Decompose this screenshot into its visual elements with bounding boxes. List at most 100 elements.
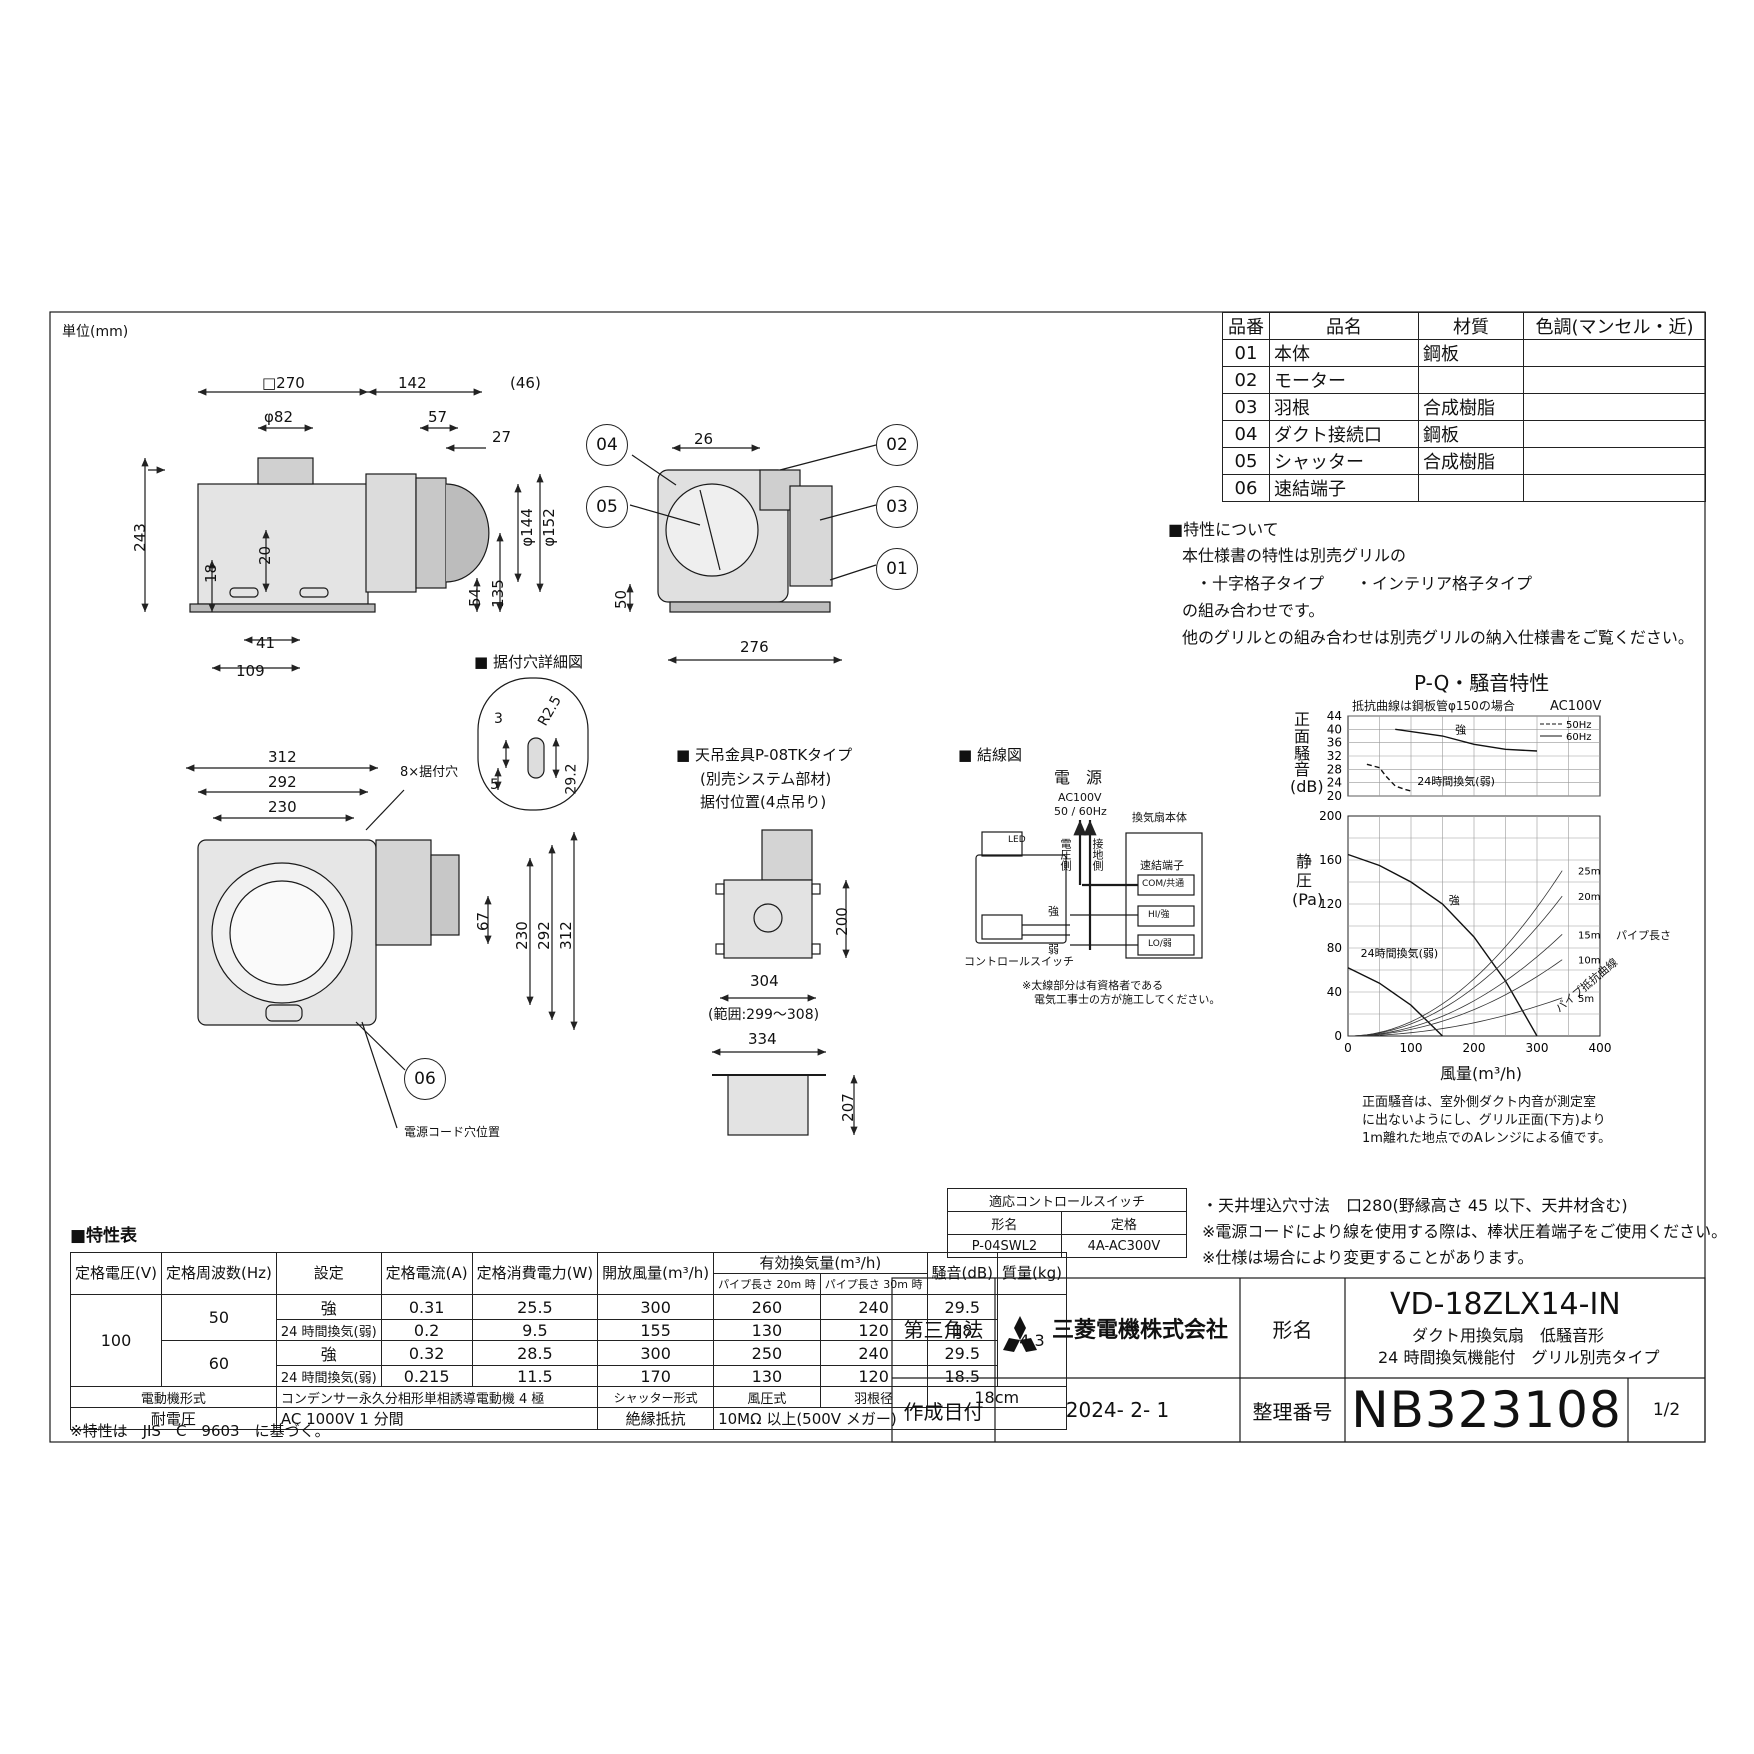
parts-material: 鋼板 <box>1418 339 1524 367</box>
parts-header: 材質 <box>1418 312 1524 340</box>
spec-header: 有効換気量(m³/h) <box>713 1252 928 1274</box>
dim-3: 3 <box>494 711 503 727</box>
parts-name: ダクト接続口 <box>1269 420 1419 448</box>
notes-line: 他のグリルとの組み合わせは別売グリルの納入仕様書をご覧ください。 <box>1182 628 1694 647</box>
spec-flow-30: 120 <box>819 1365 928 1387</box>
pq-ylabel: 静圧(Pa) <box>1292 852 1324 910</box>
spec-header: 定格電流(A) <box>380 1252 473 1295</box>
dim-292: 292 <box>268 773 297 791</box>
callout-01: 01 <box>876 548 918 590</box>
callout-03: 03 <box>876 486 918 528</box>
dim-67: 67 <box>474 911 493 932</box>
spec-noise: 29.5 <box>926 1294 999 1320</box>
dim-243: 243 <box>130 523 149 552</box>
notes-title: ■特性について <box>1168 520 1279 539</box>
dim-20: 20 <box>256 545 275 566</box>
spec-open-flow: 300 <box>597 1294 715 1320</box>
wiring-strong: 強 <box>1048 905 1059 918</box>
parts-color <box>1523 366 1706 394</box>
spec-hz: 60 <box>160 1340 277 1387</box>
wiring-body: 換気扇本体 <box>1132 811 1187 824</box>
pq-xtick: 200 <box>1463 1041 1486 1055</box>
control-header: 形名 <box>947 1211 1062 1235</box>
model-number: VD-18ZLX14-IN <box>1390 1287 1621 1322</box>
spec-voltage: 100 <box>70 1294 162 1387</box>
resistance-curve <box>1347 997 1563 1037</box>
unit-label: 単位(mm) <box>62 324 129 340</box>
wiring-power: 電 源 <box>1054 768 1103 787</box>
dim-292-v: 292 <box>534 921 553 950</box>
spec-header: 騒音(dB) <box>926 1252 999 1295</box>
spec-noise: 29.5 <box>926 1340 999 1366</box>
parts-color <box>1523 339 1706 367</box>
parts-no: 04 <box>1222 420 1270 448</box>
spec-current: 0.2 <box>380 1319 473 1341</box>
bottom-view <box>186 764 578 1129</box>
spec-flow-30: 240 <box>819 1294 928 1320</box>
pq-series-label: 強 <box>1449 894 1460 907</box>
dim-57: 57 <box>428 408 448 426</box>
parts-color <box>1523 447 1706 475</box>
spec-mode: 強 <box>275 1340 382 1366</box>
spec-shutter: 風圧式 <box>713 1386 821 1408</box>
pq-ytick: 200 <box>1319 809 1342 823</box>
noise-series-line <box>1366 763 1412 792</box>
dim-230: 230 <box>268 798 297 816</box>
spec-header: 設定 <box>275 1252 382 1295</box>
model-label: 形名 <box>1272 1317 1313 1342</box>
parts-name: 速結端子 <box>1269 474 1419 502</box>
spec-flow-20: 130 <box>713 1319 821 1341</box>
noise-ytick: 44 <box>1327 709 1342 723</box>
dim-phi144: φ144 <box>517 508 536 547</box>
spec-current: 0.32 <box>380 1340 473 1366</box>
spec-volt: AC 1000V 1 分間 <box>275 1407 599 1430</box>
pq-xtick: 400 <box>1589 1041 1612 1055</box>
spec-header: 質量(kg) <box>997 1252 1067 1295</box>
parts-no: 01 <box>1222 339 1270 367</box>
hole-detail <box>477 677 589 811</box>
spec-subheader: パイプ長さ 20m 時 <box>713 1273 821 1295</box>
wiring-weak: 弱 <box>1048 943 1059 956</box>
dim-230-v: 230 <box>512 921 531 950</box>
spec-current: 0.215 <box>380 1365 473 1387</box>
spec-open-flow: 300 <box>597 1340 715 1366</box>
spec-motor: コンデンサー永久分相形単相誘導電動機 4 極 <box>275 1386 599 1408</box>
spec-header: 定格周波数(Hz) <box>160 1252 277 1295</box>
spec-shutter-label: シャッター形式 <box>597 1386 715 1408</box>
wiring-terminal: 速結端子 <box>1140 859 1184 872</box>
dim-292-detail: 29.2 <box>563 763 580 795</box>
dim-50: 50 <box>612 589 631 610</box>
control-header: 定格 <box>1060 1211 1188 1235</box>
dim-54: 54 <box>466 587 485 608</box>
chart-title: P-Q・騒音特性 <box>1414 671 1550 695</box>
spec-mode: 24 時間換気(弱) <box>275 1365 382 1387</box>
pq-xlabel: 風量(m³/h) <box>1440 1064 1523 1083</box>
parts-header: 品名 <box>1269 312 1419 340</box>
parts-material: 合成樹脂 <box>1418 447 1524 475</box>
date-label: 作成日付 <box>903 1399 984 1424</box>
spec-flow-30: 240 <box>819 1340 928 1366</box>
hanger-title: ■ 天吊金具P-08TKタイプ <box>676 746 853 764</box>
pipe-length-label: 20m <box>1578 892 1600 903</box>
chart-note: 1m離れた地点でのAレンジによる値です。 <box>1362 1131 1612 1146</box>
spec-current: 0.31 <box>380 1294 473 1320</box>
wiring-title: ■ 結線図 <box>958 746 1022 764</box>
noise-ytick: 40 <box>1327 722 1342 736</box>
noise-series-label: 強 <box>1455 724 1466 737</box>
spec-power: 11.5 <box>471 1365 599 1387</box>
pq-xtick: 100 <box>1400 1041 1423 1055</box>
parts-no: 06 <box>1222 474 1270 502</box>
spec-power: 25.5 <box>471 1294 599 1320</box>
wiring-note2: 電気工事士の方が施工してください。 <box>1034 993 1221 1006</box>
spec-flow-20: 130 <box>713 1365 821 1387</box>
dim-276: 276 <box>740 638 769 656</box>
parts-color <box>1523 474 1706 502</box>
wiring-com: COM/共通 <box>1142 879 1185 889</box>
hole-detail-title: ■ 据付穴詳細図 <box>474 653 583 671</box>
dim-304: 304 <box>750 972 779 990</box>
